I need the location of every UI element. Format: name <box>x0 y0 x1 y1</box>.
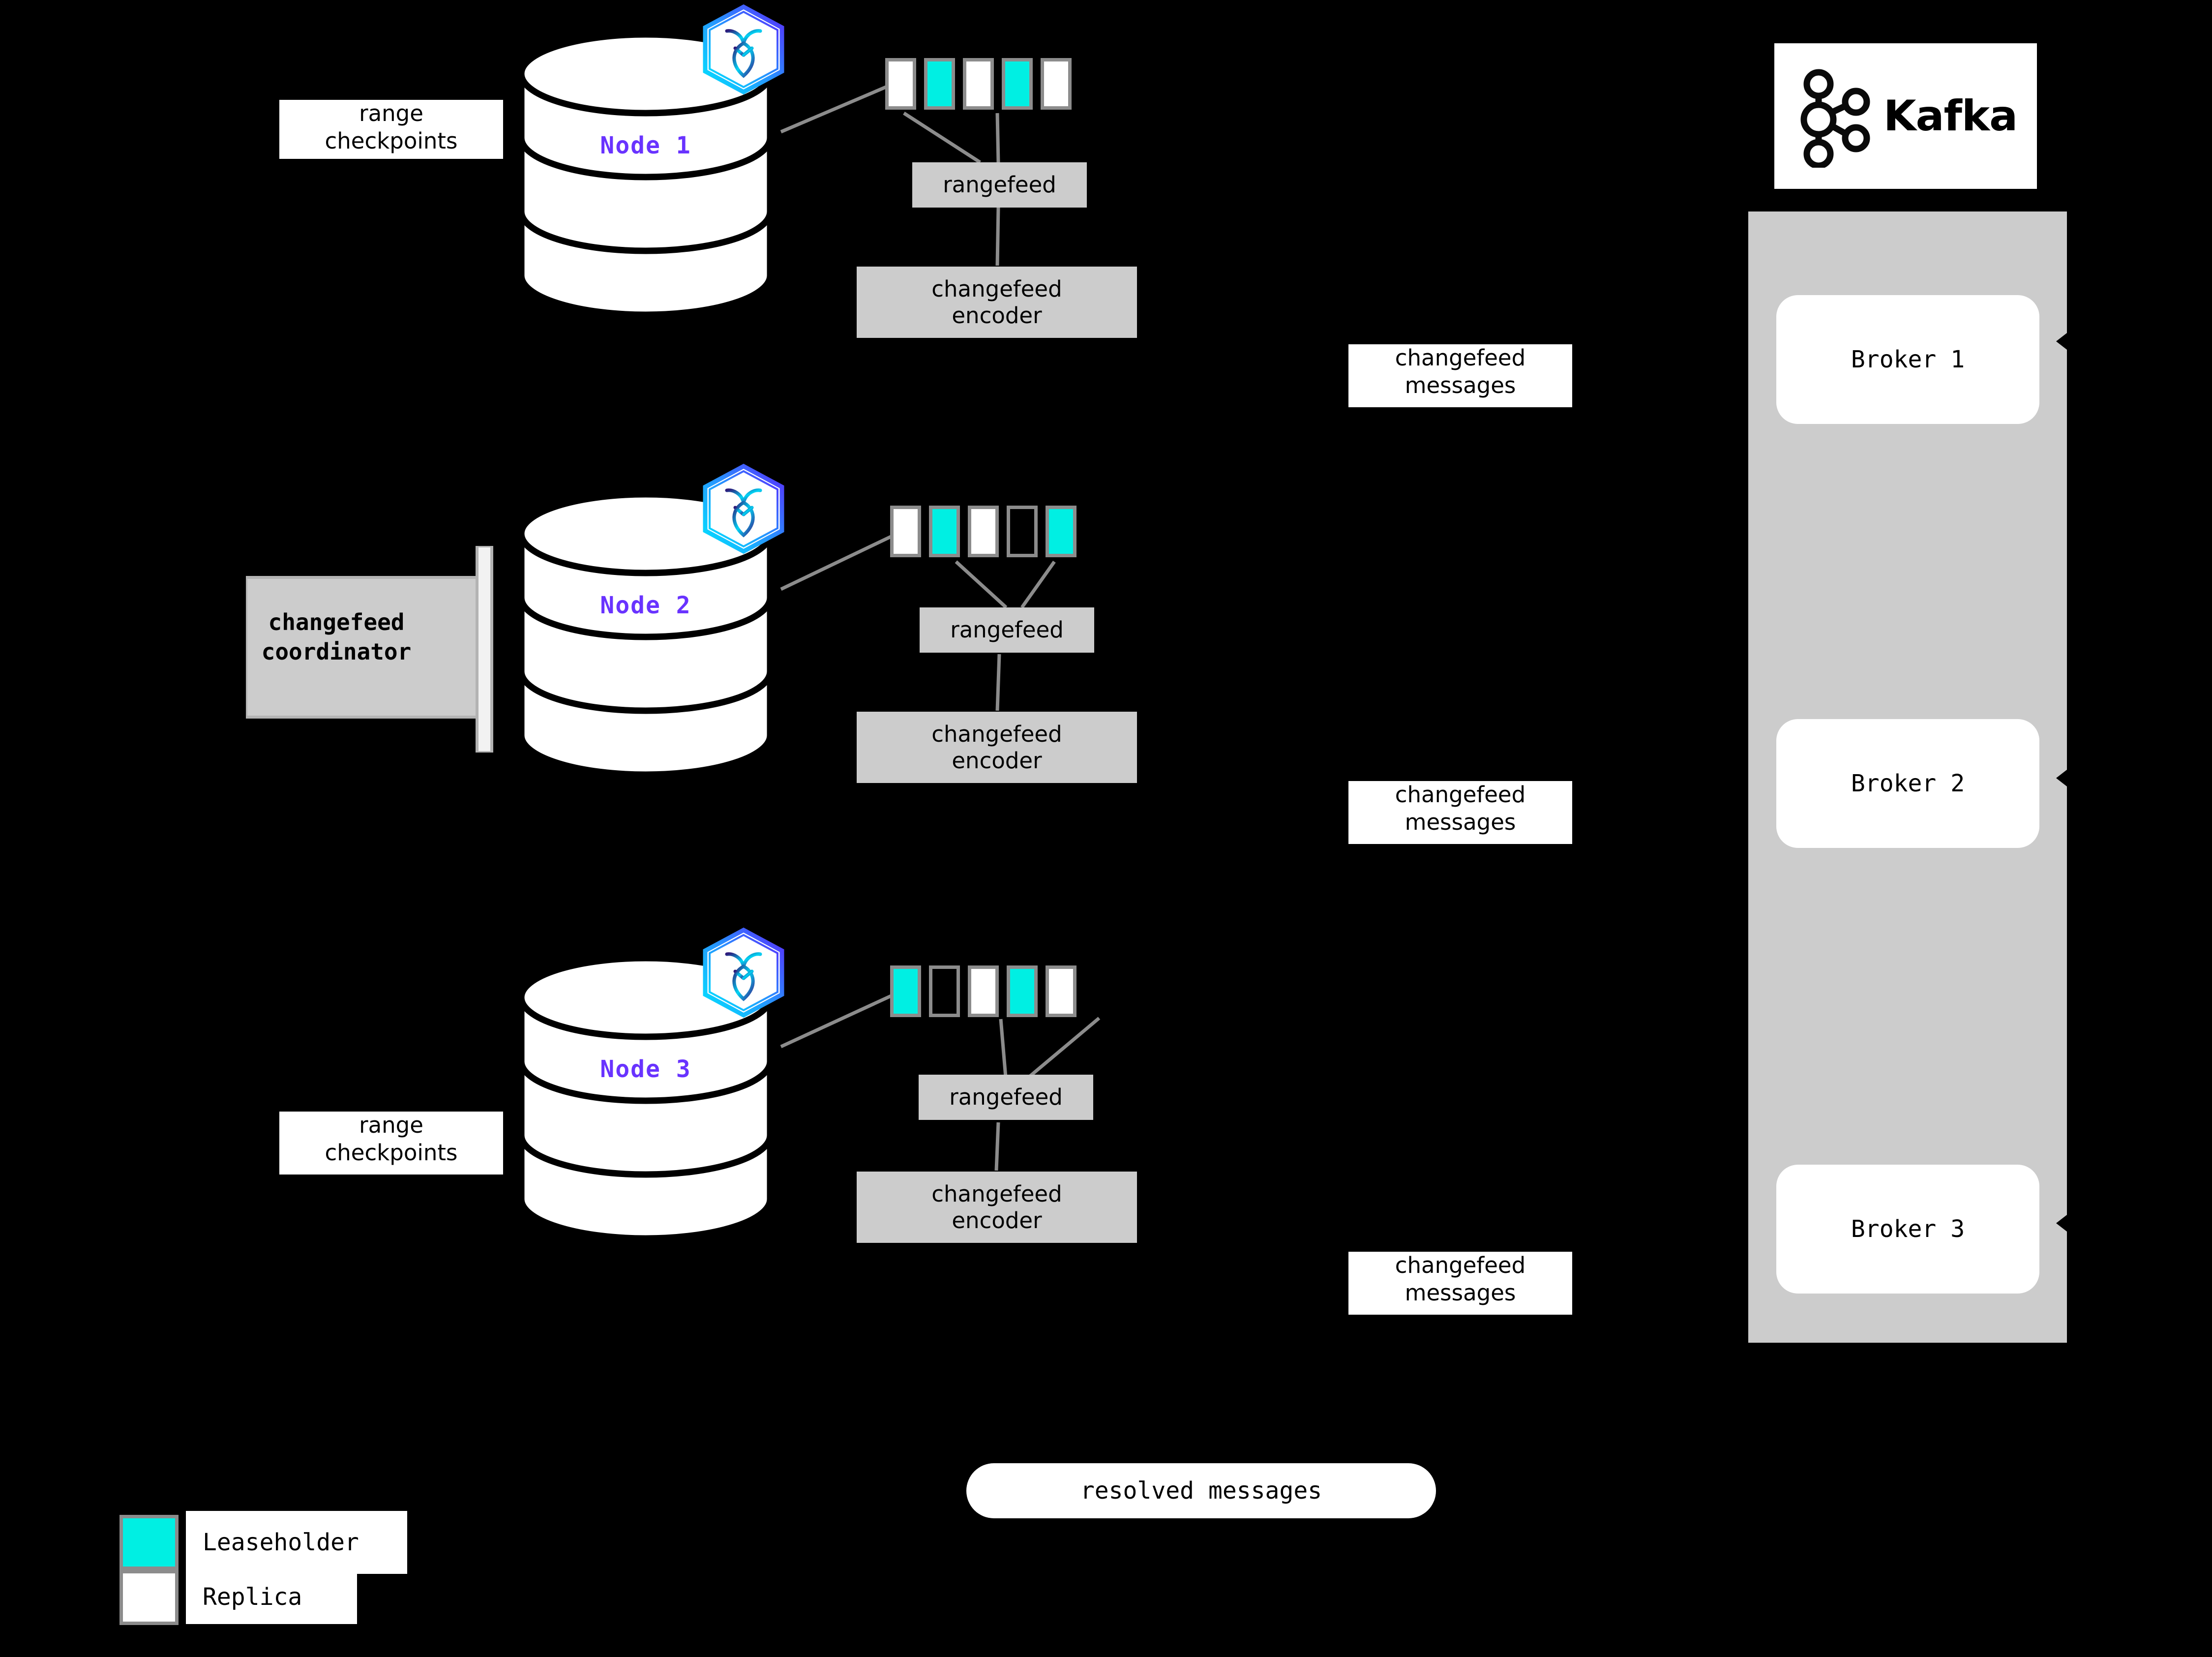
node-3-range-row <box>890 965 1076 1017</box>
legend-swatch-replica <box>120 1570 179 1625</box>
kafka-inbound-arrow-1 <box>2056 333 2067 350</box>
coordinator-line-1: changefeed <box>268 609 405 635</box>
kafka-wordmark: Kafka <box>1883 91 2018 141</box>
messages-line-1: changefeed <box>1395 1252 1526 1278</box>
cockroachdb-hex-icon <box>701 4 787 95</box>
node-1-range-row <box>885 58 1072 110</box>
range-cell[interactable] <box>1046 965 1076 1017</box>
node-1-cylinder: Node 1 <box>515 30 776 320</box>
broker-2-label: Broker 2 <box>1851 770 1965 797</box>
node-1-changefeed-messages-caption: changefeed messages <box>1348 344 1572 407</box>
messages-line-2: messages <box>1405 372 1516 399</box>
messages-line-2: messages <box>1405 809 1516 836</box>
caption-line-1: range <box>359 100 423 126</box>
range-cell[interactable] <box>1007 965 1038 1017</box>
range-cell[interactable] <box>929 965 960 1017</box>
node-1-encoder-label-line1: changefeed <box>931 276 1062 302</box>
broker-2[interactable]: Broker 2 <box>1776 719 2039 848</box>
caption-line-2: checkpoints <box>325 128 458 154</box>
node-2-rangefeed-box[interactable]: rangefeed <box>920 607 1094 653</box>
broker-1-label: Broker 1 <box>1851 346 1965 373</box>
node-1-encoder-label-line2: encoder <box>952 302 1042 329</box>
node-3-range-checkpoints-caption: range checkpoints <box>279 1112 503 1175</box>
kafka-inbound-arrow-2 <box>2056 770 2067 786</box>
messages-line-2: messages <box>1405 1280 1516 1306</box>
node-2-changefeed-messages-caption: changefeed messages <box>1348 781 1572 844</box>
node-1-range-checkpoints-caption: range checkpoints <box>279 100 503 159</box>
node-3-changefeed-encoder-box[interactable]: changefeed encoder <box>857 1172 1137 1243</box>
messages-line-1: changefeed <box>1395 345 1526 371</box>
legend-label-replica-box: Replica <box>186 1570 357 1624</box>
node-2-encoder-label-line1: changefeed <box>931 721 1062 748</box>
range-cell[interactable] <box>924 58 955 110</box>
changefeed-coordinator-callout[interactable]: changefeed coordinator <box>246 546 514 753</box>
cockroachdb-hex-icon <box>701 463 787 554</box>
caption-line-1: range <box>359 1112 423 1138</box>
legend-swatch-leaseholder <box>120 1515 179 1570</box>
node-3-rangefeed-box[interactable]: rangefeed <box>919 1075 1093 1120</box>
range-cell[interactable] <box>1041 58 1072 110</box>
range-cell[interactable] <box>968 965 999 1017</box>
node-1-changefeed-encoder-box[interactable]: changefeed encoder <box>857 267 1137 338</box>
node-2-rangefeed-label: rangefeed <box>950 617 1064 643</box>
range-cell[interactable] <box>929 506 960 557</box>
kafka-graph-icon <box>1800 69 1870 168</box>
node-1-rangefeed-box[interactable]: rangefeed <box>912 162 1087 208</box>
kafka-logo: Kafka <box>1774 43 2037 189</box>
range-cell[interactable] <box>885 58 916 110</box>
caption-line-2: checkpoints <box>325 1140 458 1166</box>
messages-line-1: changefeed <box>1395 782 1526 808</box>
legend-label-replica: Replica <box>203 1583 302 1611</box>
node-2-changefeed-encoder-box[interactable]: changefeed encoder <box>857 712 1137 783</box>
legend-label-leaseholder-box: Leaseholder <box>186 1511 407 1574</box>
coordinator-line-2: coordinator <box>261 638 412 665</box>
broker-1[interactable]: Broker 1 <box>1776 295 2039 424</box>
node-2-cylinder: Node 2 <box>515 489 776 780</box>
range-cell[interactable] <box>1002 58 1033 110</box>
node-2-encoder-label-line2: encoder <box>952 747 1042 774</box>
range-cell[interactable] <box>890 506 921 557</box>
range-cell[interactable] <box>968 506 999 557</box>
resolved-messages-label: resolved messages <box>1080 1477 1322 1505</box>
kafka-inbound-arrow-3 <box>2056 1215 2067 1232</box>
node-3-encoder-label-line2: encoder <box>952 1207 1042 1234</box>
broker-3[interactable]: Broker 3 <box>1776 1165 2039 1294</box>
resolved-messages-pill[interactable]: resolved messages <box>966 1463 1436 1518</box>
node-3-rangefeed-label: rangefeed <box>949 1084 1063 1111</box>
node-1-rangefeed-label: rangefeed <box>943 172 1056 198</box>
node-3-changefeed-messages-caption: changefeed messages <box>1348 1252 1572 1315</box>
range-cell[interactable] <box>1007 506 1038 557</box>
legend-label-leaseholder: Leaseholder <box>203 1529 359 1556</box>
range-cell[interactable] <box>890 965 921 1017</box>
range-cell[interactable] <box>1046 506 1076 557</box>
range-cell[interactable] <box>963 58 994 110</box>
node-3-encoder-label-line1: changefeed <box>931 1181 1062 1207</box>
changefeed-coordinator-label: changefeed coordinator <box>253 608 420 667</box>
broker-3-label: Broker 3 <box>1851 1215 1965 1243</box>
cockroachdb-hex-icon <box>701 927 787 1018</box>
node-2-range-row <box>890 506 1076 557</box>
